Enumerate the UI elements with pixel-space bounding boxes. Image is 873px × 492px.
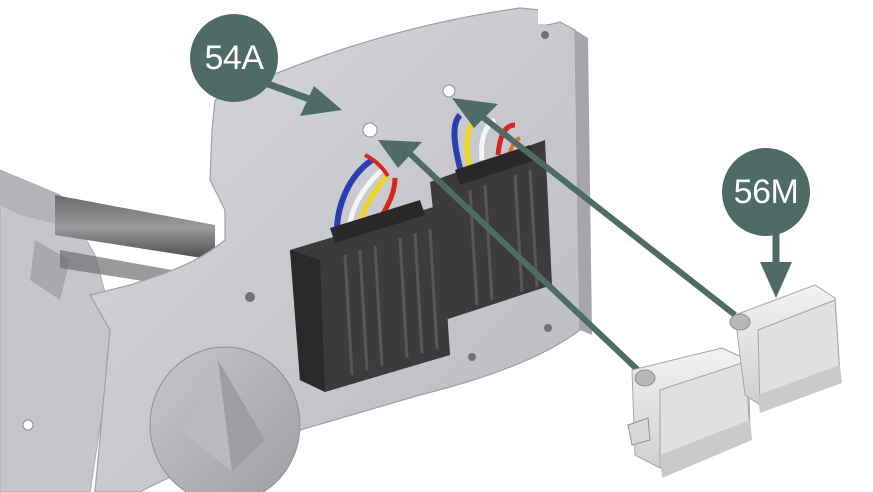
cap-front (627, 347, 752, 478)
callout-arrow-54a (266, 80, 342, 116)
callout-56m-label: 56M (733, 172, 799, 211)
callout-54a-label: 54A (204, 38, 265, 77)
connector-left (290, 200, 450, 392)
cap-back (729, 284, 842, 413)
callout-56m: 56M (722, 148, 810, 236)
knob (149, 346, 301, 492)
callout-54a: 54A (190, 14, 278, 102)
guide-arrow-2 (452, 98, 737, 318)
callout-arrow-56m (760, 234, 792, 298)
guide-arrow-1 (378, 140, 643, 375)
